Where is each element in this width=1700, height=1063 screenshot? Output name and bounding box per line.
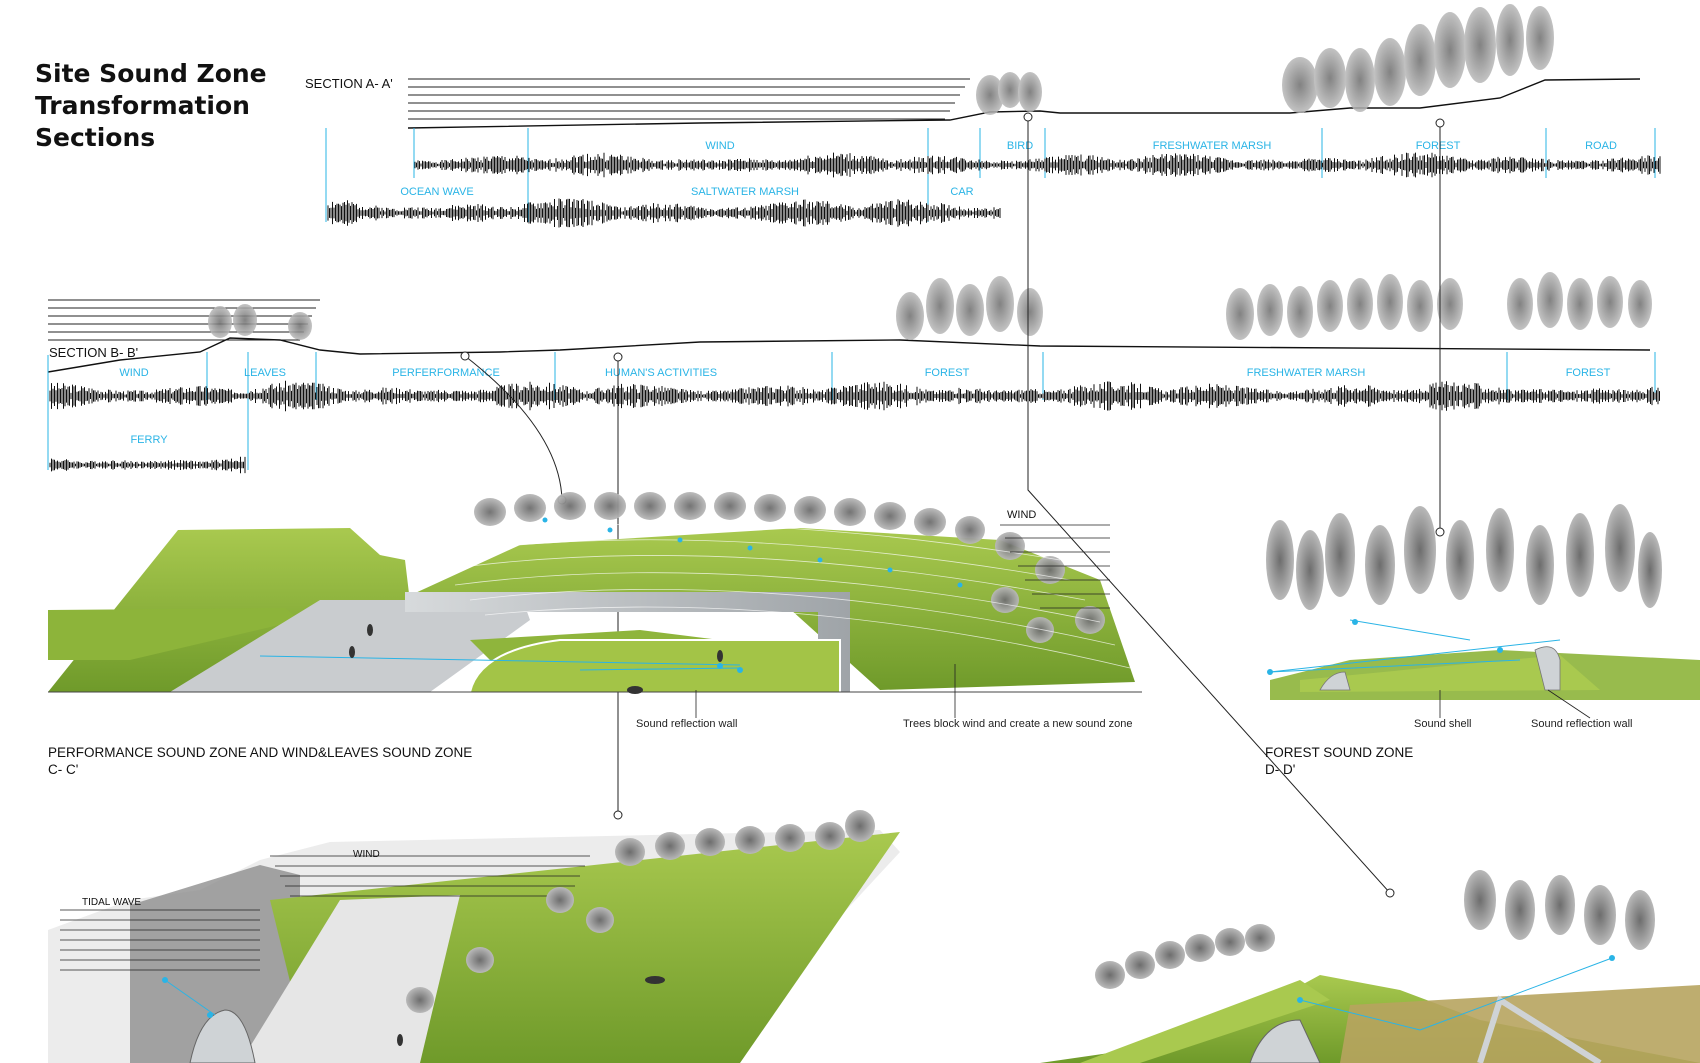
section-a-zone-wind: WIND bbox=[705, 140, 734, 152]
section-b-zone-leaves: LEAVES bbox=[244, 367, 286, 379]
section-b-zone-freshwater-marsh: FRESHWATER MARSH bbox=[1247, 367, 1366, 379]
lower-left-perspective bbox=[48, 810, 902, 1063]
zone-d-title: FOREST SOUND ZONE bbox=[1265, 745, 1414, 760]
section-a-zone-ocean-wave: OCEAN WAVE bbox=[400, 186, 473, 198]
zone-c-note-trees: Trees block wind and create a new sound … bbox=[903, 718, 1133, 730]
zone-d-caption: FOREST SOUND ZONE D- D' bbox=[1265, 744, 1413, 778]
section-a-profile bbox=[325, 4, 1656, 222]
section-a-zone-forest: FOREST bbox=[1416, 140, 1461, 152]
zone-d-subtitle: D- D' bbox=[1265, 762, 1296, 777]
section-a-zone-freshwater-marsh: FRESHWATER MARSH bbox=[1153, 140, 1272, 152]
lower-left-tidal-label: TIDAL WAVE bbox=[82, 897, 141, 908]
zone-c-perspective bbox=[48, 492, 1142, 718]
zone-c-note-wall: Sound reflection wall bbox=[636, 718, 738, 730]
section-b-lower-waveform bbox=[49, 456, 246, 474]
lower-left-wind-label: WIND bbox=[353, 849, 380, 860]
section-b-zone-wind: WIND bbox=[119, 367, 148, 379]
diagram-title: Site Sound Zone Transformation Sections bbox=[35, 58, 267, 154]
title-line-1: Site Sound Zone bbox=[35, 59, 267, 88]
section-a-zone-saltwater-marsh: SALTWATER MARSH bbox=[691, 186, 799, 198]
section-b-zone-ferry: FERRY bbox=[130, 434, 168, 446]
zone-c-subtitle: C- C' bbox=[48, 762, 79, 777]
zone-c-wind-label: WIND bbox=[1007, 509, 1036, 521]
section-a-label: SECTION A- A' bbox=[305, 76, 393, 91]
section-a-zone-bird: BIRD bbox=[1007, 140, 1033, 152]
zone-d-note-wall: Sound reflection wall bbox=[1531, 718, 1633, 730]
section-b-label: SECTION B- B' bbox=[49, 345, 138, 360]
section-b-zone-performance: PERFERFORMANCE bbox=[392, 367, 500, 379]
section-a-zone-road: ROAD bbox=[1585, 140, 1617, 152]
section-a-upper-waveform bbox=[414, 152, 1661, 178]
title-line-3: Sections bbox=[35, 123, 156, 152]
section-b-zone-humans-activities: HUMAN'S ACTIVITIES bbox=[605, 367, 717, 379]
lower-right-perspective bbox=[1040, 870, 1700, 1063]
section-b-upper-waveform bbox=[49, 380, 1660, 412]
section-a-lower-waveform bbox=[327, 198, 1001, 228]
section-b-zone-forest-2: FOREST bbox=[1566, 367, 1611, 379]
zone-d-note-shell: Sound shell bbox=[1414, 718, 1472, 730]
zone-d-perspective bbox=[1266, 504, 1700, 719]
section-b-profile bbox=[47, 272, 1656, 470]
section-a-zone-car: CAR bbox=[950, 186, 973, 198]
section-b-zone-forest-1: FOREST bbox=[925, 367, 970, 379]
zone-c-caption: PERFORMANCE SOUND ZONE AND WIND&LEAVES S… bbox=[48, 744, 472, 778]
zone-c-title: PERFORMANCE SOUND ZONE AND WIND&LEAVES S… bbox=[48, 745, 473, 760]
title-line-2: Transformation bbox=[35, 91, 250, 120]
